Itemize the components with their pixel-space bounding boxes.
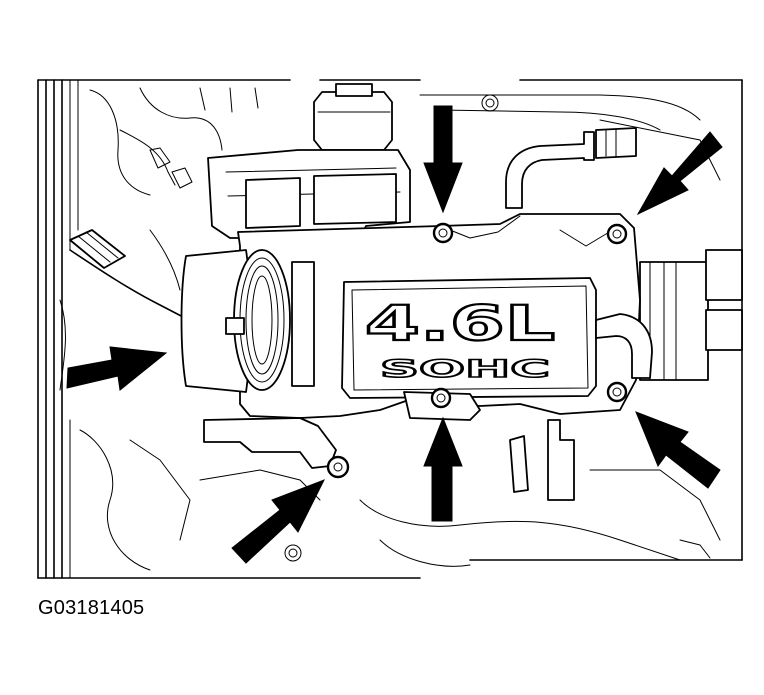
bolt-bottom-center — [430, 387, 452, 409]
arrow-bottom-left — [231, 479, 326, 564]
bolt-bottom-left — [326, 455, 350, 479]
arrow-bottom-right — [635, 411, 721, 489]
pointer-arrows — [66, 105, 723, 564]
engine-type-emboss: SOHC — [380, 355, 550, 383]
arrow-bottom-center — [423, 416, 463, 522]
arrow-top-right — [636, 131, 723, 216]
bolt-bottom-right — [606, 381, 628, 403]
idle-air-control-motor — [313, 91, 393, 151]
engine-bay-background — [37, 79, 743, 579]
left-ribbing — [37, 79, 79, 579]
arrow-top-center — [423, 105, 463, 214]
engine-name-plate — [341, 277, 597, 399]
arrow-left — [66, 346, 168, 391]
bolt-top-right — [606, 223, 628, 245]
bolt-top-center — [432, 222, 454, 244]
figure-id-caption: G03181405 — [38, 597, 145, 619]
throttle-body-assembly: 4.6L SOHC — [180, 83, 653, 469]
mounting-bolts — [326, 222, 628, 479]
engine-size-emboss: 4.6L — [365, 296, 555, 352]
